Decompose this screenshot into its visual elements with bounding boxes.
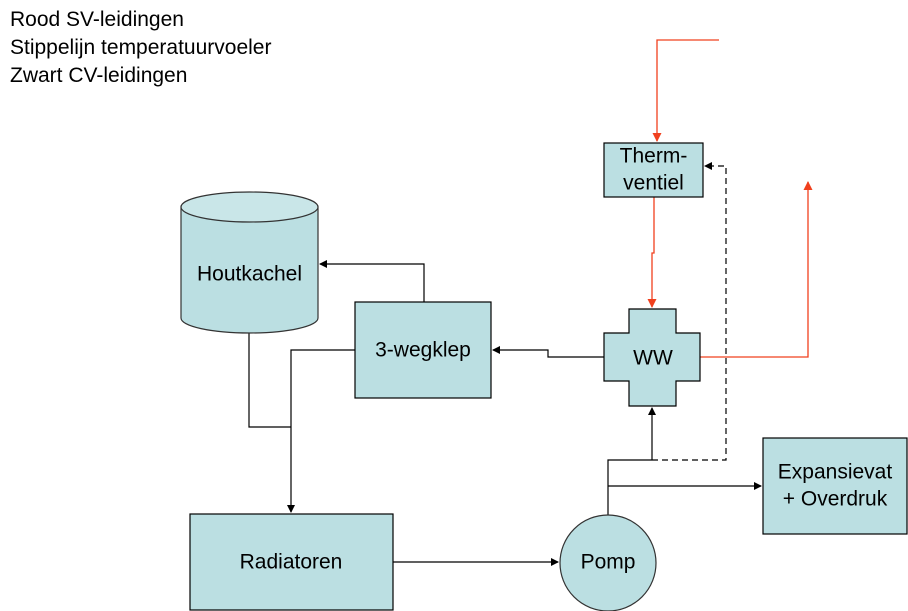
radiatoren-label: Radiatoren	[240, 551, 343, 574]
thermventiel-label-line2: ventiel	[623, 172, 684, 195]
legend: Rood SV-leidingen Stippelijn temperatuur…	[10, 6, 271, 90]
ww-label: WW	[633, 347, 673, 370]
pomp-label: Pomp	[581, 551, 636, 574]
pipe-pomp-riser	[607, 459, 652, 515]
houtkachel-label: Houtkachel	[197, 263, 302, 286]
temperature-sensor-line	[652, 162, 727, 461]
pipe-driewegklep-to-radiatoren	[287, 349, 355, 513]
pipe-houtkachel-return	[248, 333, 291, 428]
houtkachel-top	[180, 191, 319, 223]
sv-outlet-pipe	[700, 181, 813, 358]
expansievat-label-line1: Expansievat	[778, 461, 893, 484]
expansievat-node[interactable]: Expansievat + Overdruk	[762, 437, 908, 535]
legend-sv-pipes: Rood SV-leidingen	[10, 8, 184, 31]
driewegklep-label: 3-wegklep	[375, 339, 471, 362]
ww-node[interactable]: WW	[603, 308, 701, 407]
houtkachel-body	[180, 206, 319, 334]
houtkachel-node[interactable]: Houtkachel	[180, 191, 319, 334]
driewegklep-node[interactable]: 3-wegklep	[354, 301, 492, 399]
expansievat-label-line2: + Overdruk	[783, 488, 888, 511]
thermventiel-label-line1: Therm-	[620, 145, 688, 168]
ww-cross-shape	[603, 308, 701, 407]
pipe-ww-to-driewegklep	[492, 346, 604, 358]
pipe-driewegklep-to-houtkachel	[319, 260, 425, 302]
radiatoren-node[interactable]: Radiatoren	[189, 513, 394, 611]
legend-cv-pipes: Zwart CV-leidingen	[10, 64, 188, 87]
legend-sensor-line: Stippelijn temperatuurvoeler	[10, 36, 272, 59]
thermventiel-node[interactable]: Therm- ventiel	[603, 142, 704, 198]
sv-thermventiel-to-ww-pipe	[647, 197, 657, 308]
cv-pipes	[248, 260, 762, 566]
sv-supply-pipe	[652, 39, 719, 142]
pomp-node[interactable]: Pomp	[559, 514, 657, 611]
sv-pipes	[647, 39, 813, 358]
